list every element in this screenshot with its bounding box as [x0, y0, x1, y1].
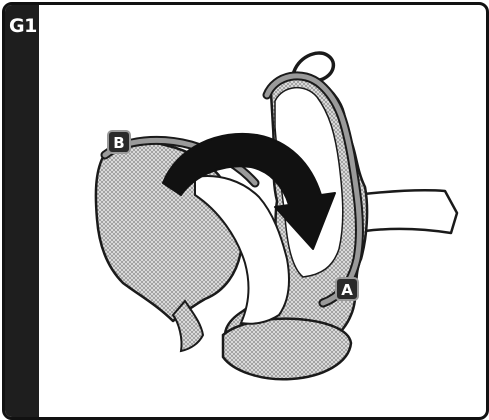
marker-a: A: [336, 278, 358, 300]
side-strap: [355, 190, 457, 233]
marker-b: B: [108, 131, 130, 153]
marker-a-label: A: [341, 281, 353, 299]
left-pouch-tail: [173, 301, 203, 351]
pouch-folding-illustration: B A: [5, 5, 486, 417]
lower-flap: [223, 319, 351, 380]
marker-b-label: B: [113, 134, 124, 152]
